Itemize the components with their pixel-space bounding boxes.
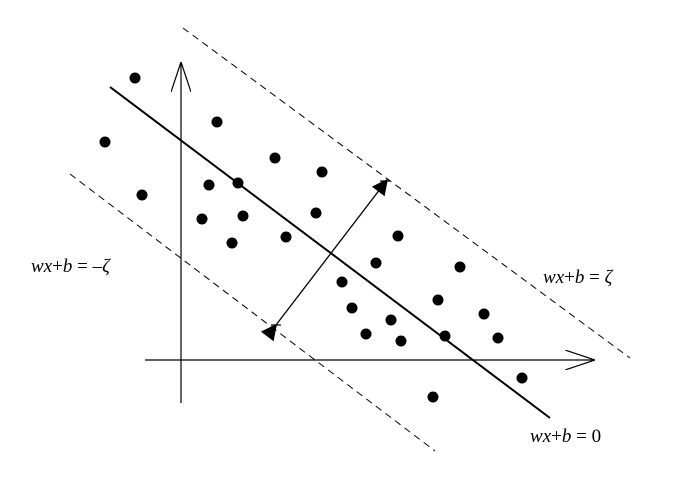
data-point: [196, 213, 208, 225]
lower-margin-label: wx+b = –ζ: [31, 256, 110, 277]
data-point: [439, 330, 451, 342]
data-point: [232, 177, 244, 189]
data-point: [269, 152, 281, 164]
data-point: [395, 335, 407, 347]
data-point: [346, 302, 358, 314]
data-point: [478, 308, 490, 320]
data-point: [385, 314, 397, 326]
data-point: [280, 231, 292, 243]
data-point: [360, 328, 372, 340]
data-point: [203, 179, 215, 191]
margin-width-arrow: [260, 178, 388, 342]
data-point: [237, 210, 249, 222]
data-point: [316, 166, 328, 178]
upper-margin-label: wx+b = ζ: [543, 267, 613, 288]
data-point: [392, 230, 404, 242]
data-point: [492, 332, 504, 344]
data-point: [226, 237, 238, 249]
data-point: [427, 391, 439, 403]
data-point: [336, 276, 348, 288]
data-points: [99, 72, 528, 403]
data-point: [129, 72, 141, 84]
data-point: [310, 207, 322, 219]
lower-margin-line: [69, 173, 436, 452]
upper-margin-line: [182, 27, 631, 359]
data-point: [454, 261, 466, 273]
data-point: [211, 116, 223, 128]
data-point: [99, 136, 111, 148]
data-point: [432, 294, 444, 306]
hyperplane-label: wx+b = 0: [530, 426, 602, 447]
data-point: [516, 372, 528, 384]
data-point: [136, 189, 148, 201]
data-point: [370, 257, 382, 269]
